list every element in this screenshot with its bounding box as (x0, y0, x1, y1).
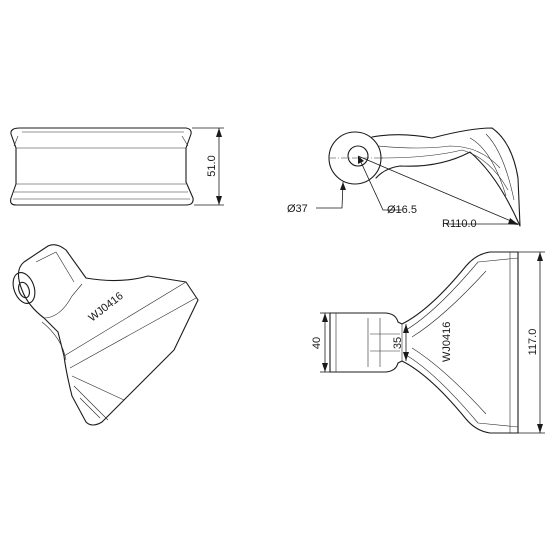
side-view (10, 127, 194, 206)
top-view: WJ0416 (329, 251, 519, 434)
side-height-dimension: 51.0 (192, 127, 224, 206)
part-number-engraving: WJ0416 (441, 322, 453, 362)
end-view-dimensions: Ø37 Ø16.5 R110.0 (287, 155, 519, 230)
isometric-view: WJ0416 (12, 244, 199, 426)
bore-diameter-label: Ø16.5 (387, 204, 417, 216)
blade-width-label: 117.0 (527, 329, 539, 356)
neck-width-label: 35 (392, 337, 404, 349)
end-view (328, 127, 521, 227)
outer-diameter-label: Ø37 (287, 203, 308, 215)
radius-label: R110.0 (442, 218, 477, 230)
side-height-label: 51.0 (206, 155, 218, 176)
isometric-engraving: WJ0416 (86, 290, 125, 324)
top-view-dimensions: 40 35 117.0 (311, 251, 545, 434)
hub-width-label: 40 (311, 337, 323, 349)
